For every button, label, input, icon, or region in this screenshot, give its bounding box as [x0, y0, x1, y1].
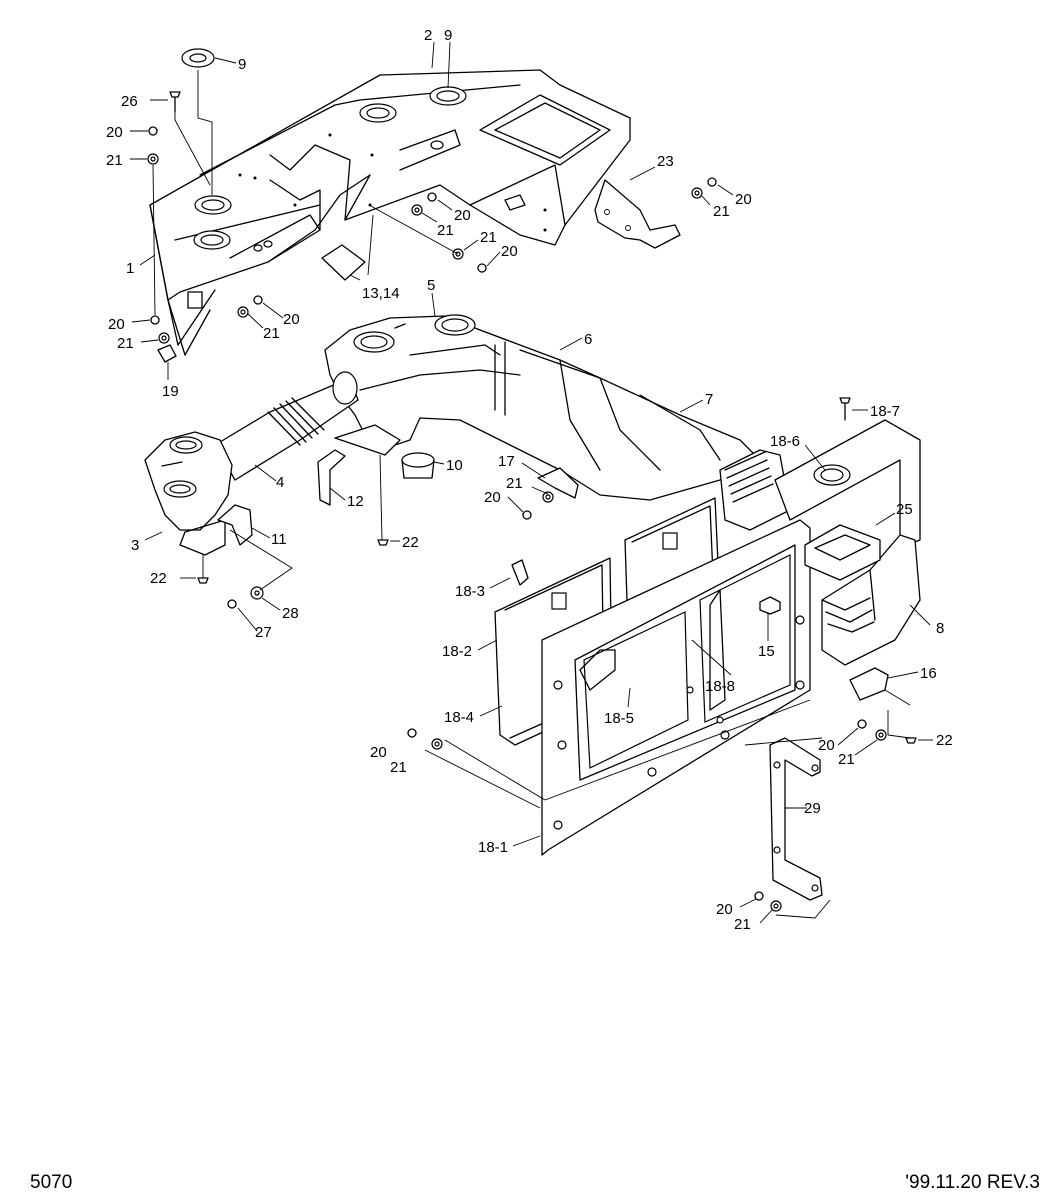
- page-code: 5070: [30, 1172, 72, 1193]
- callout-12: 12: [347, 493, 364, 510]
- clip-18-3: [511, 559, 529, 586]
- callout-9-top: 9: [444, 27, 452, 44]
- callout-23: 23: [657, 153, 674, 170]
- callout-26: 26: [121, 93, 138, 110]
- bracket-12: [317, 424, 401, 506]
- callout-20: 20: [454, 207, 471, 224]
- callout-29: 29: [804, 800, 821, 817]
- bracket-23: [594, 179, 681, 249]
- callout-27: 27: [255, 624, 272, 641]
- panel-18-6: [774, 419, 921, 549]
- main-air-duct: [324, 314, 761, 501]
- callout-4: 4: [276, 474, 284, 491]
- callout-18-8: 18-8: [705, 678, 735, 695]
- callout-20: 20: [370, 744, 387, 761]
- callout-17: 17: [498, 453, 515, 470]
- upper-duct-cover: [149, 48, 631, 356]
- callout-20: 20: [818, 737, 835, 754]
- callout-18-6: 18-6: [770, 433, 800, 450]
- grommet-10: [401, 452, 435, 479]
- callout-21: 21: [506, 475, 523, 492]
- sensor-15: [759, 596, 781, 615]
- fasteners: [147, 91, 917, 912]
- revision-stamp: '99.11.20 REV.3: [905, 1172, 1040, 1193]
- callout-20: 20: [501, 243, 518, 260]
- callout-20: 20: [735, 191, 752, 208]
- bracket-25: [804, 524, 881, 581]
- callout-20: 20: [716, 901, 733, 918]
- callout-22: 22: [936, 732, 953, 749]
- callout-20: 20: [283, 311, 300, 328]
- callout-3: 3: [131, 537, 139, 554]
- panel-18-1: [541, 519, 811, 856]
- callout-21: 21: [437, 222, 454, 239]
- callout-18-2: 18-2: [442, 643, 472, 660]
- callout-5: 5: [427, 277, 435, 294]
- callout-21: 21: [734, 916, 751, 933]
- callout-20: 20: [484, 489, 501, 506]
- clip-17: [537, 467, 579, 499]
- bracket-11: [217, 504, 253, 546]
- callout-21: 21: [390, 759, 407, 776]
- callout-21: 21: [480, 229, 497, 246]
- callout-21: 21: [263, 325, 280, 342]
- callout-2: 2: [424, 27, 432, 44]
- callout-21: 21: [106, 152, 123, 169]
- callout-6: 6: [584, 331, 592, 348]
- callout-7: 7: [705, 391, 713, 408]
- callout-8: 8: [936, 620, 944, 637]
- callout-18-7: 18-7: [870, 403, 900, 420]
- callout-21: 21: [117, 335, 134, 352]
- callout-15: 15: [758, 643, 775, 660]
- callout-20: 20: [106, 124, 123, 141]
- bracket-16: [849, 667, 889, 701]
- bracket-29: [769, 737, 823, 901]
- callout-28: 28: [282, 605, 299, 622]
- callout-18-4: 18-4: [444, 709, 474, 726]
- callout-22: 22: [402, 534, 419, 551]
- callout-18-3: 18-3: [455, 583, 485, 600]
- callout-labels: 2 9 9 26 20 21 1 23 20 21 20 21 21 20 13…: [106, 27, 953, 933]
- callout-1: 1: [126, 260, 134, 277]
- callout-22: 22: [150, 570, 167, 587]
- elbow-3: [144, 431, 233, 556]
- callout-18-5: 18-5: [604, 710, 634, 727]
- callout-21: 21: [713, 203, 730, 220]
- callout-25: 25: [896, 501, 913, 518]
- flexible-hose-4: [214, 371, 359, 481]
- callout-16: 16: [920, 665, 937, 682]
- callout-11: 11: [271, 531, 287, 548]
- callout-21: 21: [838, 751, 855, 768]
- callout-9-left: 9: [238, 56, 246, 73]
- callout-13-14: 13,14: [362, 285, 400, 302]
- callout-18-1: 18-1: [478, 839, 508, 856]
- callout-10: 10: [446, 457, 463, 474]
- callout-20: 20: [108, 316, 125, 333]
- callout-19: 19: [162, 383, 179, 400]
- leader-lines: [130, 41, 933, 924]
